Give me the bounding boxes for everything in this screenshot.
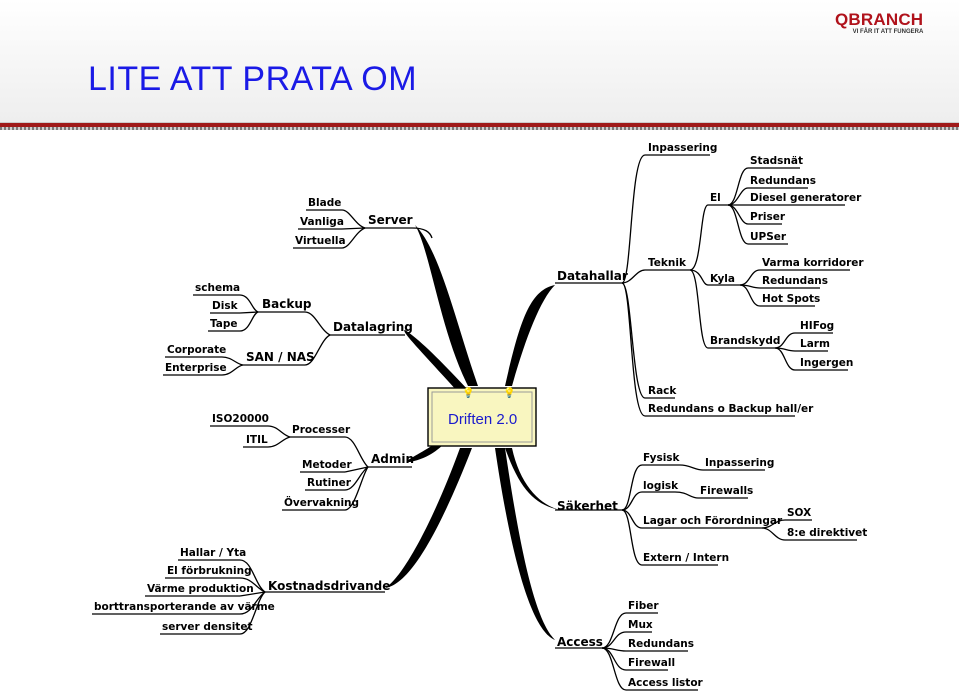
branch-access: Access Fiber Mux Redundans Firewall Acce… xyxy=(555,600,704,691)
node-inpassering-sak: Inpassering xyxy=(705,457,774,469)
lightbulb-icon: 💡 xyxy=(503,386,515,399)
node-hot-spots: Hot Spots xyxy=(762,293,820,305)
node-disk: Disk xyxy=(212,300,239,312)
node-redundans-el: Redundans xyxy=(750,175,816,187)
node-fiber: Fiber xyxy=(628,600,659,612)
node-firewalls: Firewalls xyxy=(700,485,753,497)
node-access-listor: Access listor xyxy=(628,677,704,689)
node-san-nas: SAN / NAS xyxy=(246,350,315,364)
node-brandskydd: Brandskydd xyxy=(710,335,780,347)
branch-admin: Admin Processer ISO20000 ITIL Metoder Ru… xyxy=(210,413,414,511)
node-kyla: Kyla xyxy=(710,273,735,285)
mind-map: Driften 2.0 💡 💡 Server Blade Vanliga Vir… xyxy=(92,142,867,691)
center-node: Driften 2.0 💡 💡 xyxy=(427,386,537,447)
node-schema: schema xyxy=(195,282,240,294)
slide-header: LITE ATT PRATA OM QBRANCH VI FÅR IT ATT … xyxy=(0,0,959,123)
node-firewall: Firewall xyxy=(628,657,675,669)
node-stadsnat: Stadsnät xyxy=(750,155,803,167)
node-teknik: Teknik xyxy=(648,257,687,269)
node-backup: Backup xyxy=(262,297,312,311)
node-hallar-yta: Hallar / Yta xyxy=(180,547,246,559)
node-upser: UPSer xyxy=(750,231,787,243)
logo-name: QBRANCH xyxy=(835,10,924,29)
node-8e-direktivet: 8:e direktivet xyxy=(787,527,867,539)
node-redundans-kyla: Redundans xyxy=(762,275,828,287)
node-larm: Larm xyxy=(800,338,830,350)
node-priser: Priser xyxy=(750,211,786,223)
node-metoder: Metoder xyxy=(302,459,352,471)
slide-title: LITE ATT PRATA OM xyxy=(88,60,418,98)
branch-datalagring: Datalagring Backup schema Disk Tape SAN … xyxy=(163,282,413,376)
node-mux: Mux xyxy=(628,619,653,631)
node-admin: Admin xyxy=(371,452,414,466)
node-varme-produktion: Värme produktion xyxy=(147,583,254,595)
mind-map-main-branches xyxy=(385,225,560,640)
node-iso20000: ISO20000 xyxy=(212,413,269,425)
lightbulb-icon: 💡 xyxy=(462,386,474,399)
node-extern-intern: Extern / Intern xyxy=(643,552,729,564)
node-kostnadsdrivande: Kostnadsdrivande xyxy=(268,579,390,593)
node-server-densitet: server densitet xyxy=(162,621,252,633)
node-ingergen: Ingergen xyxy=(800,357,853,369)
node-overvakning: Övervakning xyxy=(284,495,359,509)
branch-server: Server Blade Vanliga Virtuella xyxy=(293,197,433,249)
node-datahallar: Datahallar xyxy=(557,269,628,283)
node-diesel: Diesel generatorer xyxy=(750,192,862,204)
node-borttransporterande: borttransporterande av värme xyxy=(94,601,275,613)
node-vanliga: Vanliga xyxy=(300,216,344,228)
qbranch-logo: QBRANCH VI FÅR IT ATT FUNGERA xyxy=(835,10,923,35)
header-rule xyxy=(0,123,959,127)
branch-sakerhet: Säkerhet Fysisk Inpassering logisk Firew… xyxy=(555,452,867,566)
node-rack: Rack xyxy=(648,385,677,397)
logo-tagline: VI FÅR IT ATT FUNGERA xyxy=(852,29,924,35)
branch-kostnadsdrivande: Kostnadsdrivande Hallar / Yta El förbruk… xyxy=(92,547,390,635)
node-varma-korridorer: Varma korridorer xyxy=(762,257,864,269)
branch-datahallar: Datahallar Inpassering Teknik El Stadsnä… xyxy=(555,142,864,417)
node-redundans-backup: Redundans o Backup hall/er xyxy=(648,403,814,415)
header-rule-pattern xyxy=(0,127,959,130)
node-tape: Tape xyxy=(210,318,238,330)
node-redundans-access: Redundans xyxy=(628,638,694,650)
node-access: Access xyxy=(557,635,603,649)
node-virtuella: Virtuella xyxy=(295,235,346,247)
node-sox: SOX xyxy=(787,507,811,519)
node-lagar: Lagar och Förordningar xyxy=(643,515,783,527)
center-node-label: Driften 2.0 xyxy=(448,411,517,428)
node-blade: Blade xyxy=(308,197,341,209)
node-el-forbrukning: El förbrukning xyxy=(167,565,252,577)
node-rutiner: Rutiner xyxy=(307,477,352,489)
node-datalagring: Datalagring xyxy=(333,320,413,334)
node-inpassering-dh: Inpassering xyxy=(648,142,717,154)
node-corporate: Corporate xyxy=(167,344,226,356)
node-el: El xyxy=(710,192,721,204)
node-fysisk: Fysisk xyxy=(643,452,681,464)
node-server: Server xyxy=(368,213,413,227)
node-enterprise: Enterprise xyxy=(165,362,227,374)
node-hifog: HIFog xyxy=(800,320,834,332)
node-sakerhet: Säkerhet xyxy=(557,499,618,513)
node-itil: ITIL xyxy=(246,434,268,446)
node-processer: Processer xyxy=(292,424,351,436)
node-logisk: logisk xyxy=(643,480,679,492)
